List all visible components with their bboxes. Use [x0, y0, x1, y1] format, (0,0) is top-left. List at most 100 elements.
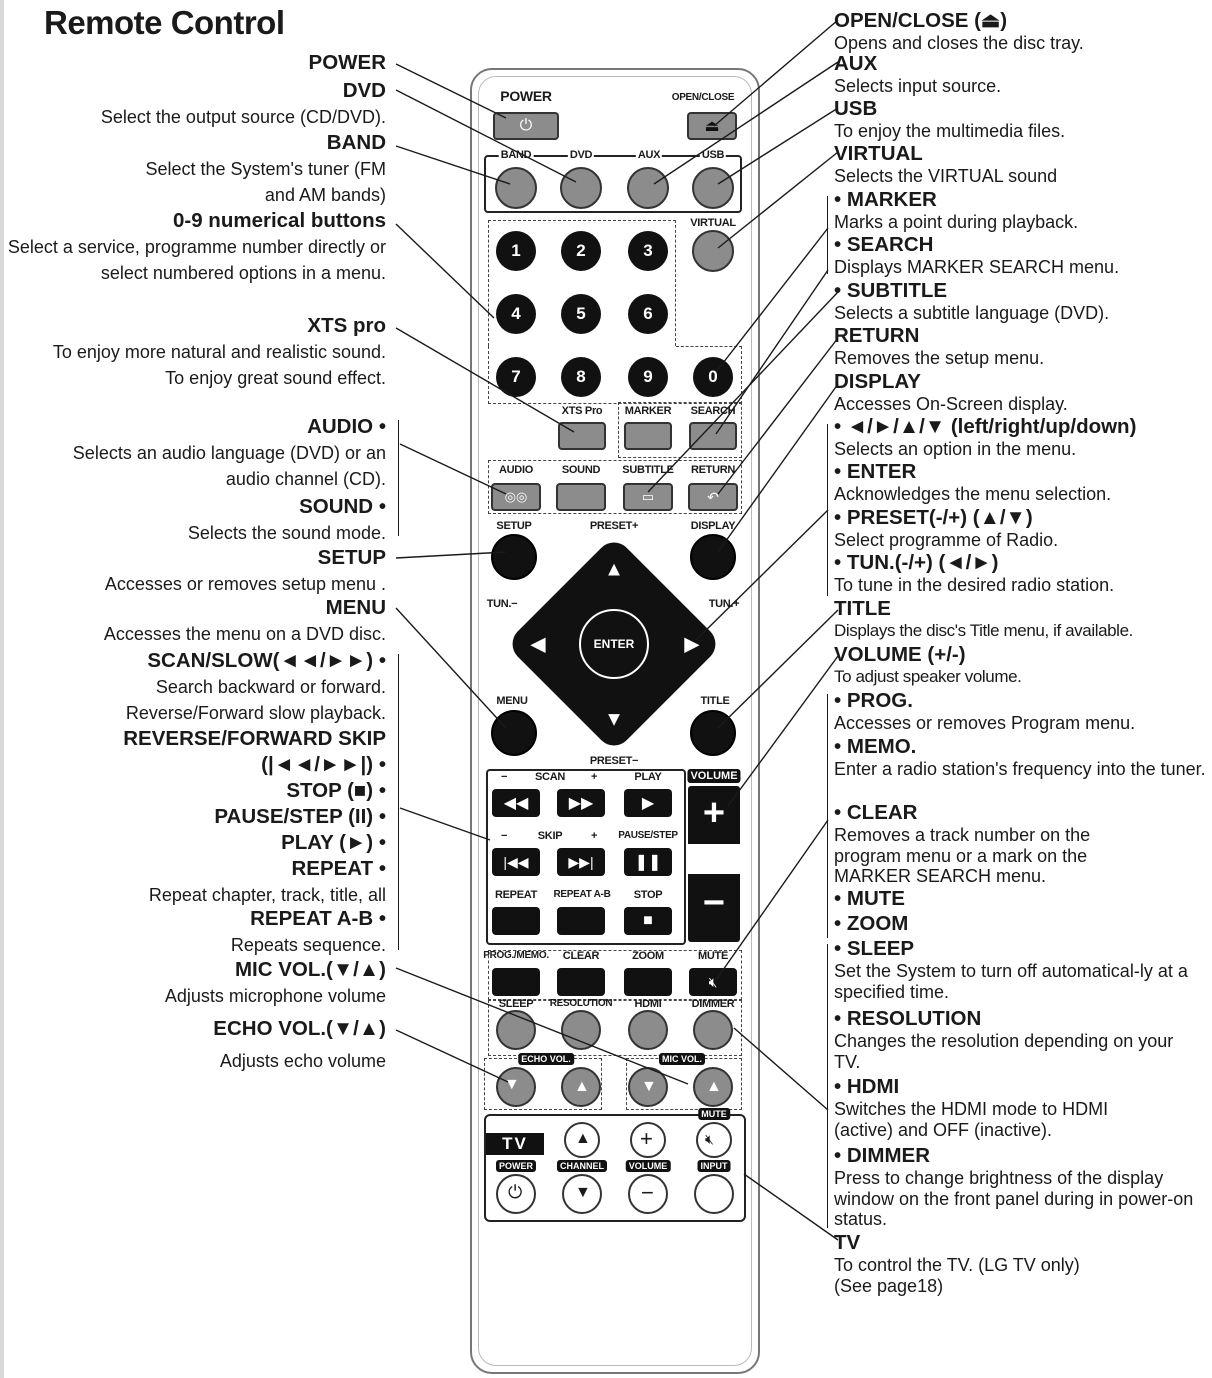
return-button[interactable]: ↶ — [688, 483, 738, 511]
callout-volume: VOLUME (+/-)To adjust speaker volume. — [834, 643, 1022, 686]
power-button[interactable]: ⏻ — [493, 112, 559, 140]
aux-button[interactable] — [627, 167, 669, 209]
enter-button[interactable]: ENTER — [579, 609, 649, 679]
play-icon: ▶ — [641, 795, 655, 812]
right-arrow-button[interactable]: ▶ — [684, 633, 700, 656]
repeat-button[interactable] — [492, 907, 540, 935]
echo-vol-down-button[interactable]: ▼ — [496, 1067, 536, 1107]
tv-volume-label: VOLUME — [625, 1160, 671, 1172]
number-8-button[interactable]: 8 — [561, 357, 601, 397]
title-button[interactable] — [690, 710, 736, 756]
tv-input-label: INPUT — [697, 1160, 731, 1172]
callout-pause-step: PAUSE/STEP (II) — [6, 804, 386, 830]
number-0-button[interactable]: 0 — [693, 357, 733, 397]
up-arrow-button[interactable]: ▲ — [604, 558, 624, 581]
tv-label: TV — [486, 1133, 544, 1155]
skip-back-button[interactable]: |◀◀ — [492, 848, 540, 876]
prog-memo-label: PROG./MEMO. — [483, 950, 549, 961]
play-button[interactable]: ▶ — [624, 789, 672, 817]
marker-button[interactable] — [624, 422, 672, 450]
mute-icon: 🔇︎ — [708, 973, 718, 990]
callout-mic-vol: MIC VOL.(▼/▲)Adjusts microphone volume — [164, 958, 386, 1006]
playback-group — [486, 769, 686, 945]
tv-mute-button[interactable]: 🔇︎ — [696, 1122, 732, 1158]
scan-back-button[interactable]: ◀◀ — [492, 789, 540, 817]
page-title: Remote Control — [44, 4, 285, 41]
minus-icon: − — [641, 1180, 654, 1205]
title-label: TITLE — [700, 695, 730, 707]
audio-button[interactable]: ◎◎ — [491, 483, 541, 511]
stop-button[interactable]: ■ — [624, 907, 672, 935]
number-2-button[interactable]: 2 — [561, 231, 601, 271]
number-3-button[interactable]: 3 — [628, 231, 668, 271]
pause-icon: ❚❚ — [634, 854, 662, 871]
number-9-button[interactable]: 9 — [628, 357, 668, 397]
down-arrow-button[interactable]: ▼ — [604, 708, 624, 731]
pause-step-button[interactable]: ❚❚ — [624, 848, 672, 876]
callout-prog: PROG.Accesses or removes Program menu. — [834, 688, 1212, 734]
zoom-button[interactable] — [624, 968, 672, 996]
sleep-label: SLEEP — [498, 998, 534, 1010]
mute-button[interactable]: 🔇︎ — [689, 968, 737, 996]
mic-vol-up-button[interactable]: ▲ — [693, 1067, 733, 1107]
number-4-button[interactable]: 4 — [496, 294, 536, 334]
search-button[interactable] — [689, 422, 737, 450]
number-5-button[interactable]: 5 — [561, 294, 601, 334]
setup-button[interactable] — [491, 534, 537, 580]
tv-input-button[interactable] — [694, 1174, 734, 1214]
mic-vol-down-button[interactable]: ▼ — [628, 1067, 668, 1107]
clear-label: CLEAR — [562, 950, 600, 962]
callout-power: POWER — [308, 51, 386, 74]
callout-audio: AUDIOSelects an audio language (DVD) or … — [6, 414, 386, 492]
sound-button[interactable] — [556, 483, 606, 511]
menu-button[interactable] — [491, 710, 537, 756]
callout-open-close: OPEN/CLOSE (⏏)Opens and closes the disc … — [834, 9, 1084, 53]
volume-rocker[interactable]: + − — [688, 786, 740, 942]
resolution-button[interactable] — [561, 1010, 601, 1050]
callout-preset: PRESET(-/+) (▲/▼)Select programme of Rad… — [834, 505, 1212, 551]
open-close-button[interactable]: ⏏ — [687, 112, 737, 140]
left-arrow-button[interactable]: ◀ — [530, 633, 546, 656]
up-triangle-icon: ▲ — [574, 1078, 590, 1095]
tv-channel-up-button[interactable]: ▲ — [564, 1122, 600, 1158]
usb-button[interactable] — [692, 167, 734, 209]
dvd-button[interactable] — [560, 167, 602, 209]
hdmi-button[interactable] — [628, 1010, 668, 1050]
tv-power-button[interactable]: ⏻ — [496, 1174, 536, 1214]
number-1-button[interactable]: 1 — [496, 231, 536, 271]
audio-label: AUDIO — [499, 464, 533, 476]
scan-forward-button[interactable]: ▶▶ — [557, 789, 605, 817]
dimmer-button[interactable] — [693, 1010, 733, 1050]
sleep-button[interactable] — [496, 1010, 536, 1050]
down-triangle-icon: ▼ — [641, 1078, 657, 1095]
rewind-icon: ◀◀ — [503, 795, 529, 812]
number-7-button[interactable]: 7 — [496, 357, 536, 397]
scan-minus-label: − — [500, 771, 508, 783]
callout-arrows: ◄/►/▲/▼ (left/right/up/down)Selects an o… — [834, 414, 1212, 460]
callout-repeat: REPEATRepeat chapter, track, title, all — [6, 856, 386, 908]
repeat-ab-button[interactable] — [557, 907, 605, 935]
fast-forward-icon: ▶▶ — [568, 795, 594, 812]
clear-button[interactable] — [557, 968, 605, 996]
callout-stop: STOP (■) — [6, 778, 386, 804]
xts-pro-button[interactable] — [558, 422, 606, 450]
dimmer-label: DIMMER — [691, 998, 735, 1010]
tv-volume-up-button[interactable]: + — [630, 1122, 666, 1158]
callout-tun: TUN.(-/+) (◄/►)To tune in the desired ra… — [834, 550, 1212, 596]
skip-forward-button[interactable]: ▶▶| — [557, 848, 605, 876]
tv-channel-down-button[interactable]: ▼ — [562, 1174, 602, 1214]
band-button[interactable] — [495, 167, 537, 209]
echo-vol-up-button[interactable]: ▲ — [561, 1067, 601, 1107]
display-button[interactable] — [690, 534, 736, 580]
number-6-button[interactable]: 6 — [628, 294, 668, 334]
callout-skip-symbols: (|◄◄/►►|) — [6, 752, 386, 778]
subtitle-button[interactable]: ▭ — [623, 483, 673, 511]
virtual-button[interactable] — [692, 230, 734, 272]
prog-memo-button[interactable] — [492, 968, 540, 996]
tv-volume-down-button[interactable]: − — [628, 1174, 668, 1214]
